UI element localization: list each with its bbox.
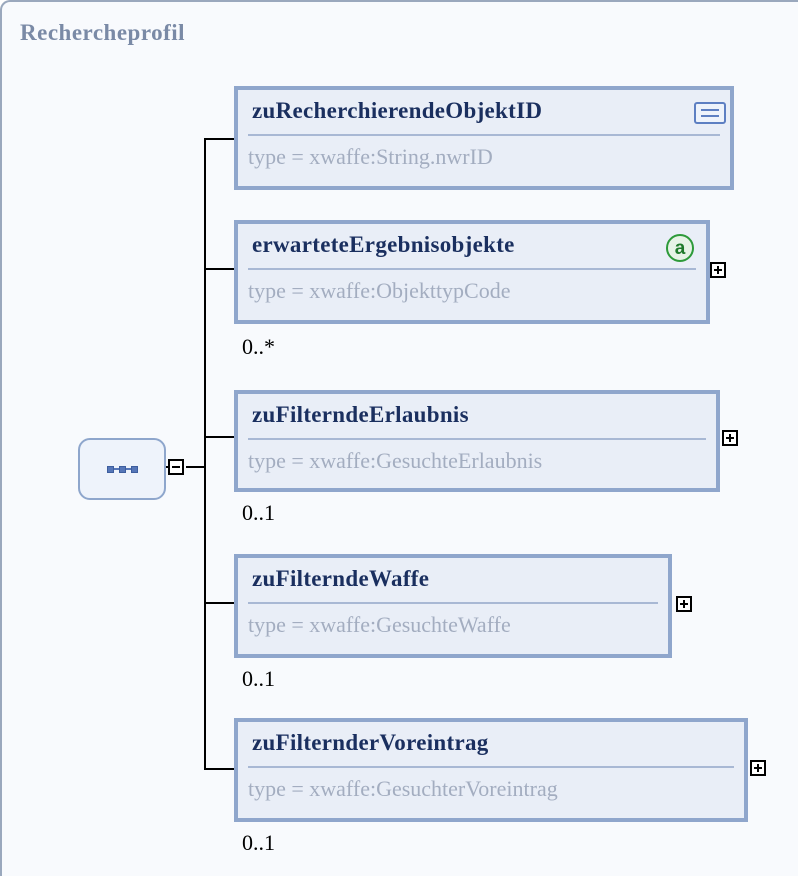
element-type: type = xwaffe:GesuchterVoreintrag (248, 776, 558, 801)
element-type: type = xwaffe:ObjekttypCode (248, 278, 511, 303)
element-type: type = xwaffe:GesuchteWaffe (248, 612, 511, 637)
element-type: type = xwaffe:GesuchteErlaubnis (248, 448, 543, 473)
element-box[interactable]: erwarteteErgebnisobjekte a type = xwaffe… (234, 220, 710, 324)
sequence-compositor[interactable] (78, 438, 166, 500)
element-name: erwarteteErgebnisobjekte (252, 232, 515, 257)
element-box[interactable]: zuFilternderVoreintrag type = xwaffe:Ges… (234, 718, 748, 822)
cardinality-label: 0..1 (242, 666, 275, 691)
connector-trunk (204, 138, 206, 770)
expand-toggle[interactable] (710, 262, 726, 278)
connector-branch-5 (204, 768, 236, 770)
cardinality-label: 0..1 (242, 500, 275, 525)
diagram-title: Rechercheprofil (20, 20, 186, 45)
connector-branch-2 (204, 268, 236, 270)
element-name: zuFilterndeErlaubnis (252, 402, 469, 427)
connector-branch-3 (204, 436, 236, 438)
element-name: zuFilternderVoreintrag (252, 730, 489, 755)
element-box[interactable]: zuFilterndeErlaubnis type = xwaffe:Gesuc… (234, 390, 720, 492)
expand-toggle[interactable] (676, 596, 692, 612)
expand-toggle[interactable] (750, 760, 766, 776)
sequence-icon (106, 465, 138, 473)
element-divider (248, 602, 658, 604)
connector-branch-1 (204, 138, 236, 140)
expand-toggle[interactable] (722, 430, 738, 446)
element-divider (248, 268, 696, 270)
connector-toggle-to-trunk (186, 466, 206, 468)
element-box[interactable]: zuFilterndeWaffe type = xwaffe:GesuchteW… (234, 554, 672, 658)
element-box[interactable]: zuRecherchierendeObjektID type = xwaffe:… (234, 86, 734, 190)
element-divider (248, 766, 734, 768)
element-divider (248, 438, 706, 440)
documentation-icon (694, 102, 726, 124)
attribute-icon: a (666, 234, 694, 262)
element-divider (248, 134, 720, 136)
cardinality-label: 0..* (242, 334, 275, 359)
element-type: type = xwaffe:String.nwrID (248, 144, 493, 169)
connector-branch-4 (204, 602, 236, 604)
collapse-toggle[interactable] (168, 459, 184, 475)
element-name: zuRecherchierendeObjektID (252, 98, 543, 123)
cardinality-label: 0..1 (242, 830, 275, 855)
element-name: zuFilterndeWaffe (252, 566, 430, 591)
